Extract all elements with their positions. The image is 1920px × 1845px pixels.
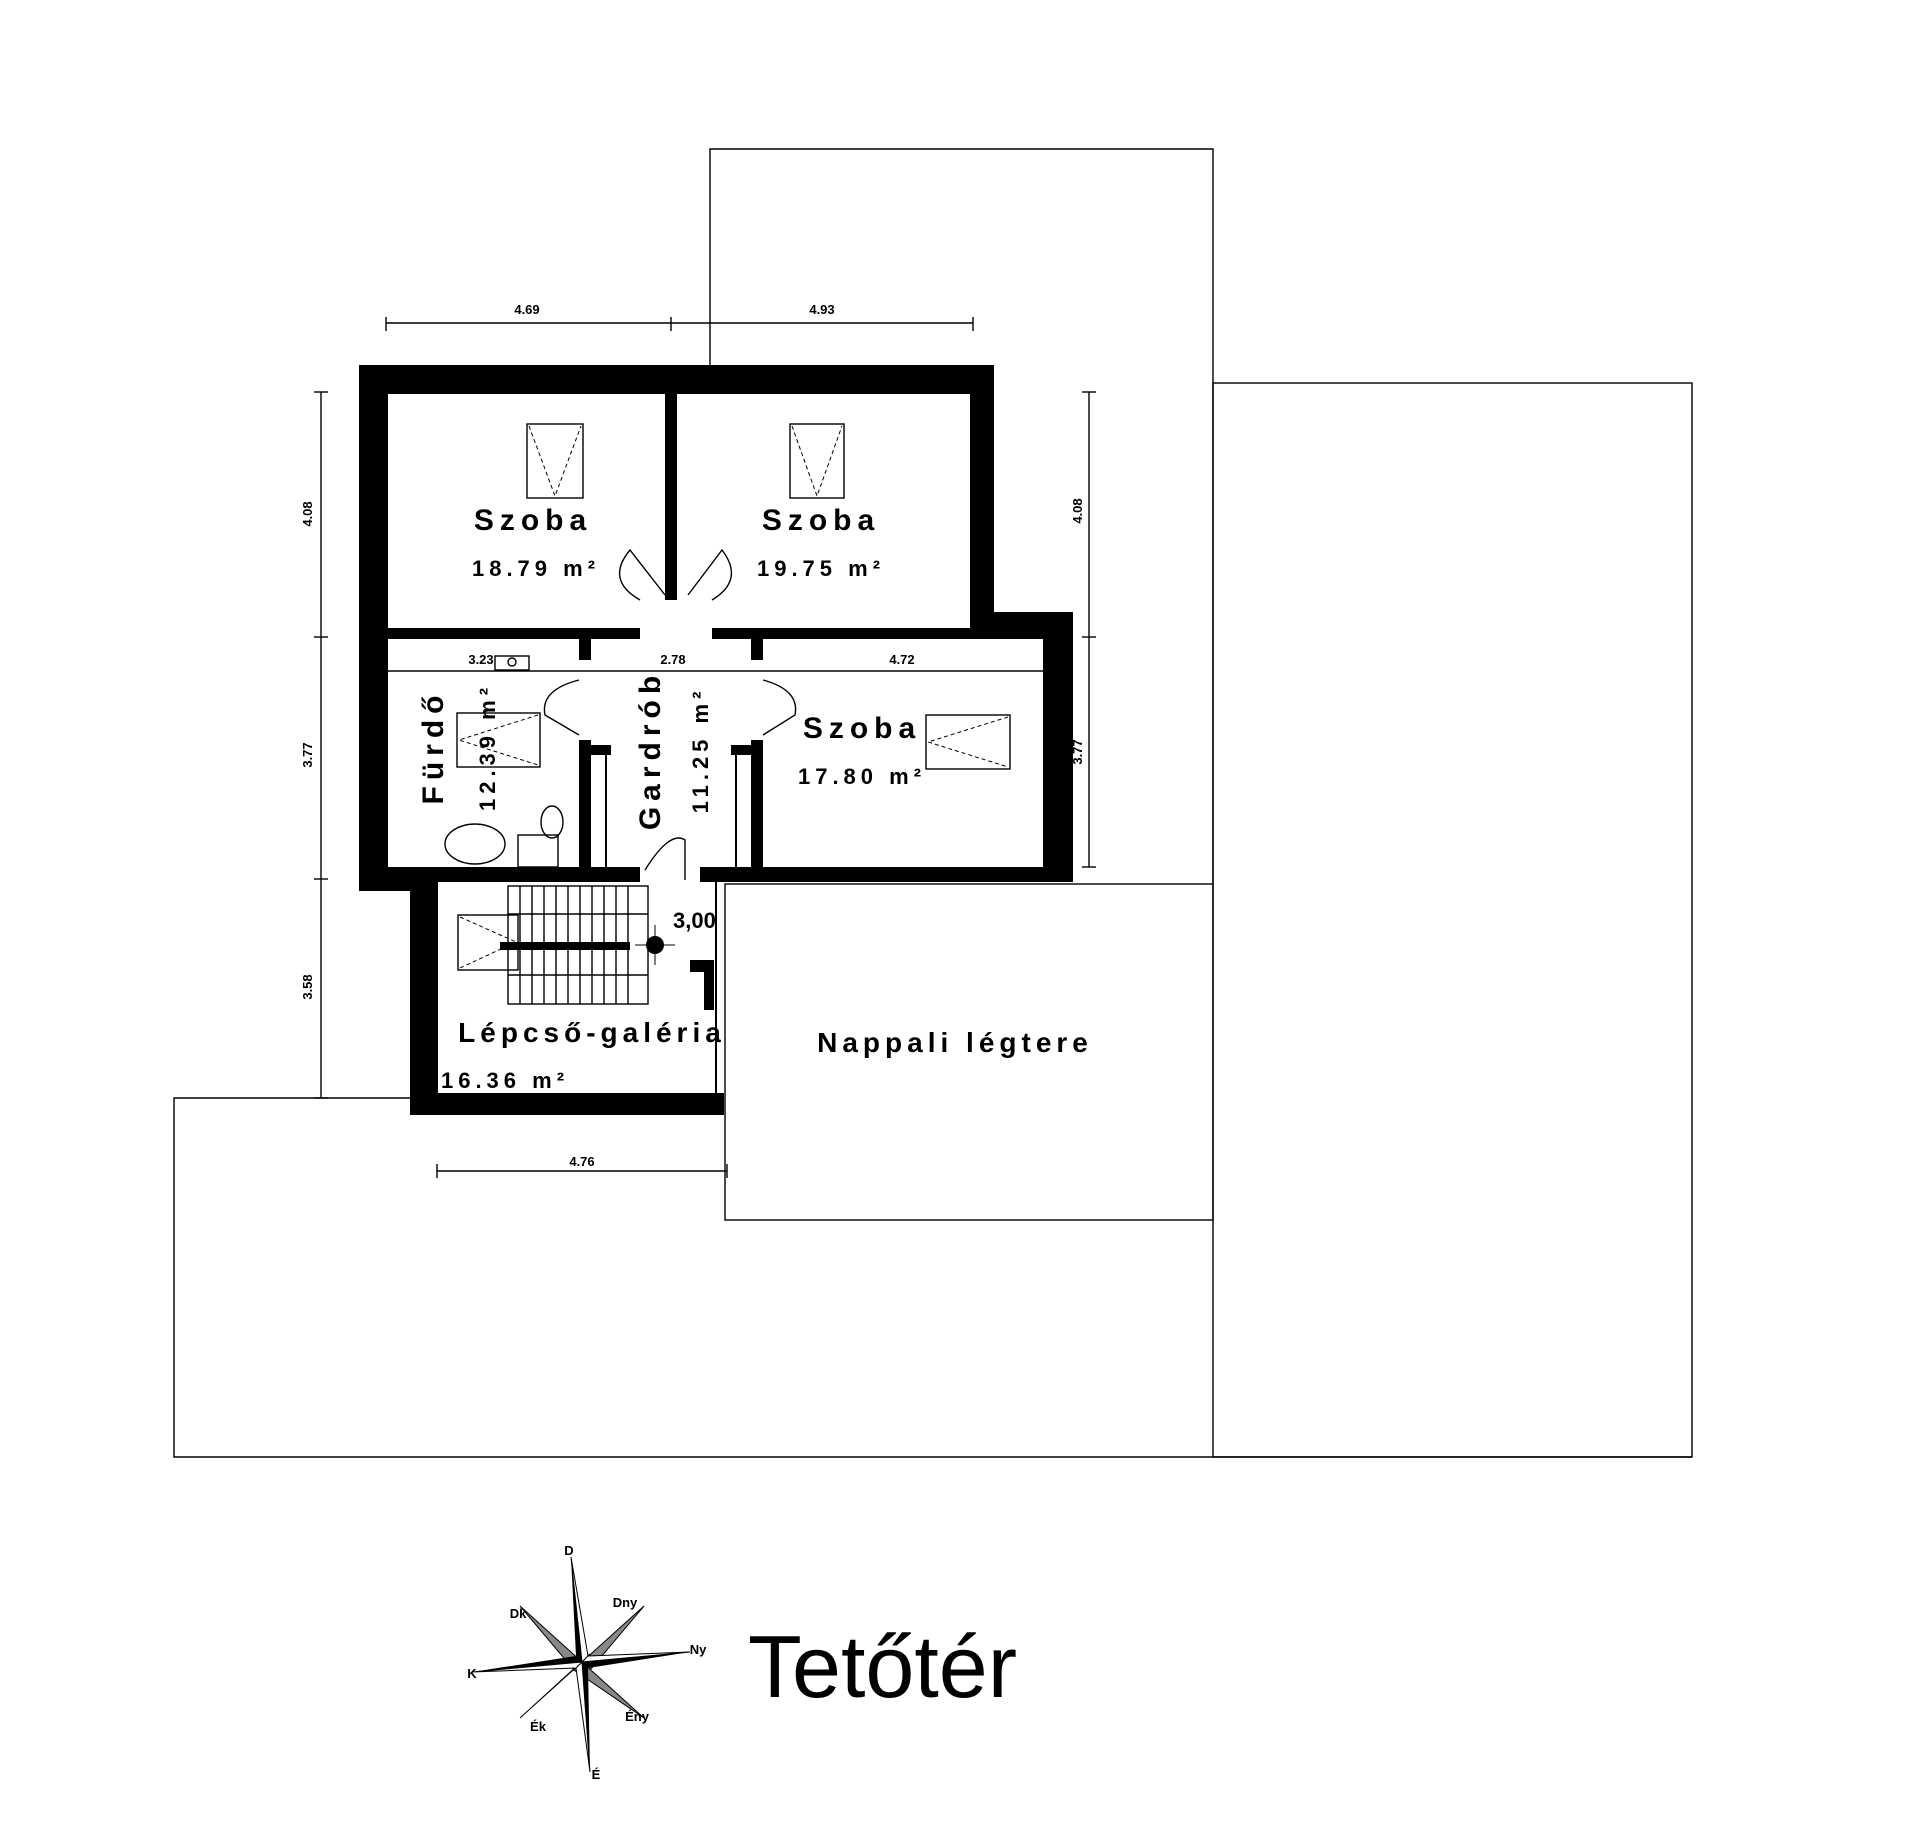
compass-label: Ny: [690, 1642, 707, 1657]
floor-title: Tetőtér: [748, 1617, 1017, 1716]
dim-right-upper: 4.08: [1070, 498, 1085, 523]
dimension-lines: [314, 317, 1096, 1178]
compass-label: K: [467, 1666, 477, 1681]
compass-label: D: [564, 1543, 573, 1558]
compass-rose-icon: D Dny Dk Ny K Ény Ék É: [467, 1543, 707, 1782]
room-area: 11.25 m²: [688, 687, 713, 814]
compass-label: Dny: [613, 1595, 638, 1610]
dimension-labels: 4.69 4.93 4.08 3.77 3.58 4.08 3.77 3.23 …: [300, 302, 1085, 1169]
compass-label: Ény: [625, 1709, 650, 1724]
door-swings: [543, 548, 797, 880]
room-name: Szoba: [474, 504, 592, 537]
living-room-void-outline: [724, 883, 1214, 1221]
dim-inner-bath: 3.23: [468, 652, 493, 667]
room-name: Gardrób: [634, 670, 667, 830]
room-area: 17.80 m²: [798, 764, 926, 789]
bathroom-fixtures: [444, 655, 564, 868]
dim-bottom-stair: 4.76: [569, 1154, 594, 1169]
compass-label: Dk: [510, 1606, 527, 1621]
dim-right-middle: 3.77: [1070, 739, 1085, 764]
room-area: 12.39 m²: [475, 683, 500, 811]
room-name: Szoba: [762, 504, 880, 537]
room-name: Lépcső-galéria: [458, 1017, 726, 1048]
dim-top-right: 4.93: [809, 302, 834, 317]
walls: [359, 365, 1073, 1115]
dim-left-middle: 3.77: [300, 742, 315, 767]
dim-inner-wardrobe: 2.78: [660, 652, 685, 667]
compass-label: Ék: [530, 1719, 547, 1734]
skylight-windows: [456, 423, 1011, 971]
room-area: 19.75 m²: [757, 556, 885, 581]
dim-top-left: 4.69: [514, 302, 539, 317]
room-name: Szoba: [803, 712, 921, 745]
dim-inner-room: 4.72: [889, 652, 914, 667]
room-area: 18.79 m²: [472, 556, 600, 581]
room-labels: Szoba 18.79 m² Szoba 19.75 m² Szoba 17.8…: [417, 504, 1093, 1093]
roof-outline: [173, 148, 1693, 1458]
dim-left-lower: 3.58: [300, 974, 315, 999]
compass-label: É: [592, 1767, 601, 1782]
room-name: Nappali légtere: [817, 1027, 1093, 1058]
staircase: [500, 885, 675, 1005]
dim-left-upper: 4.08: [300, 501, 315, 526]
level-label: 3,00: [673, 908, 716, 933]
room-name: Fürdő: [417, 690, 450, 805]
room-area: 16.36 m²: [441, 1068, 569, 1093]
